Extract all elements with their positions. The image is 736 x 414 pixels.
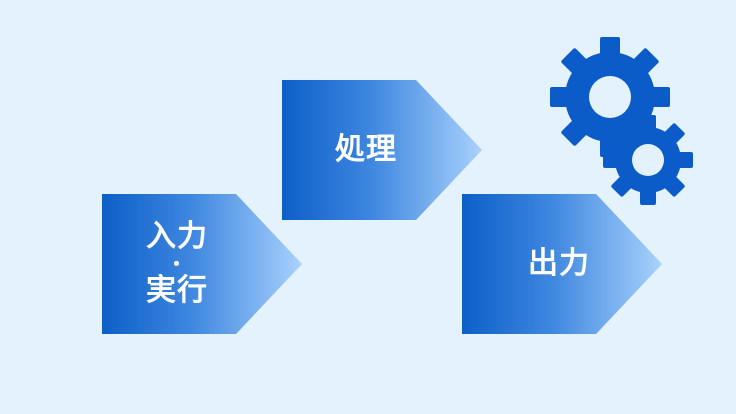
step-process-label: 処理: [299, 80, 433, 220]
label-input: 入力: [146, 219, 208, 254]
step-input-execute-label: 入力 ・ 実行: [110, 194, 244, 334]
gears-icon: [550, 37, 693, 205]
small-gear-icon: [603, 115, 693, 205]
step-input-execute: 入力 ・ 実行: [102, 194, 302, 334]
label-separator: ・: [166, 252, 188, 276]
step-process: 処理: [282, 80, 482, 220]
label-output: 出力: [528, 246, 590, 281]
label-execute: 実行: [146, 273, 208, 308]
label-process: 処理: [335, 132, 397, 167]
step-output: 出力: [462, 194, 662, 334]
step-output-label: 出力: [492, 194, 626, 334]
